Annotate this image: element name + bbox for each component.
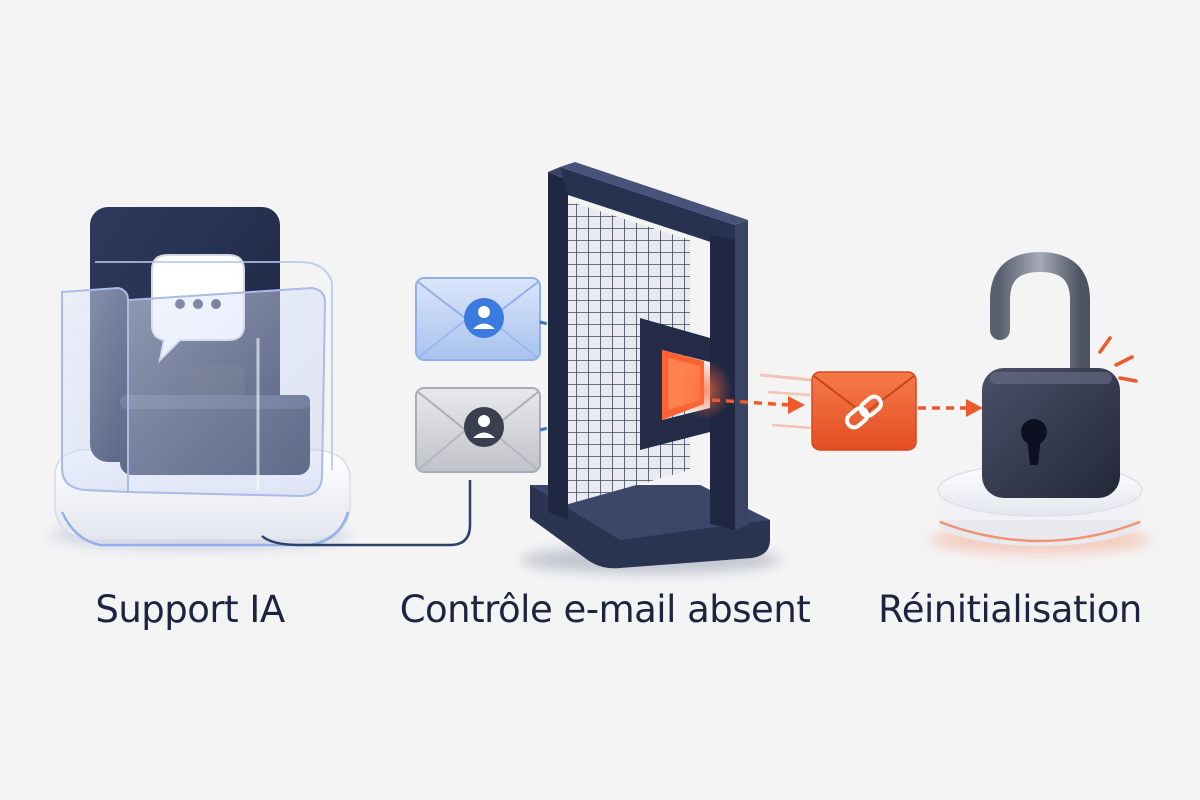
reset-link-envelope-icon <box>811 371 917 451</box>
arrow-to-lock <box>918 399 983 417</box>
link-icon <box>845 394 883 430</box>
blue-envelope-icon <box>415 277 541 361</box>
step-label-support: Support IA <box>95 588 285 631</box>
step-label-email-check: Contrôle e-mail absent <box>399 588 811 631</box>
open-padlock-icon <box>930 251 1150 554</box>
ai-support-kiosk-icon <box>50 207 351 551</box>
arrow-to-link-email <box>711 396 805 414</box>
email-check-gate-icon <box>520 162 780 574</box>
step-label-reset: Réinitialisation <box>878 588 1142 631</box>
grey-envelope-icon <box>415 387 541 473</box>
connector-line <box>261 480 472 547</box>
motion-streaks <box>759 373 813 430</box>
